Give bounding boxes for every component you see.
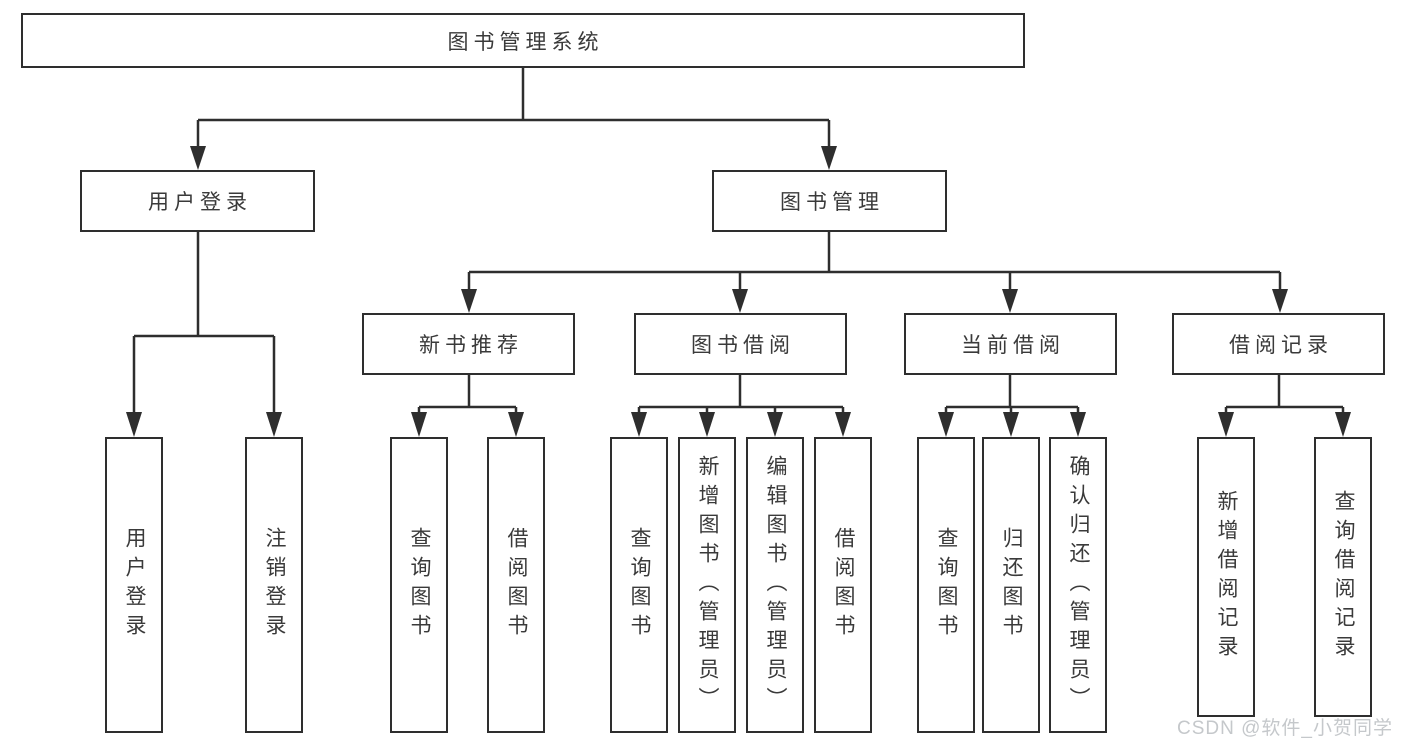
connector-new-book-rec-to-leaves <box>411 375 524 437</box>
leaf-add-books-admin-label: 新增图书（管理员） <box>696 454 719 716</box>
arrowhead-down-icon <box>266 412 282 437</box>
leaf-user-login: 用户登录 <box>105 437 163 733</box>
leaf-query-books-current: 查询图书 <box>917 437 975 733</box>
leaf-logout: 注销登录 <box>245 437 303 733</box>
arrowhead-down-icon <box>631 412 647 437</box>
leaf-query-books-current-label: 查询图书 <box>935 527 958 643</box>
node-new-book-recommend: 新书推荐 <box>362 313 575 375</box>
leaf-query-books-recommend-label: 查询图书 <box>408 527 431 643</box>
leaf-borrow-books: 借阅图书 <box>814 437 872 733</box>
arrowhead-down-icon <box>508 412 524 437</box>
connector-book-borrow-to-leaves <box>631 375 851 437</box>
leaf-query-borrow-record-label: 查询借阅记录 <box>1332 490 1355 664</box>
arrowhead-down-icon <box>767 412 783 437</box>
leaf-confirm-return-admin: 确认归还（管理员） <box>1049 437 1107 733</box>
connector-borrow-records-to-leaves <box>1218 375 1351 437</box>
arrowhead-down-icon <box>190 146 206 170</box>
node-book-borrowing: 图书借阅 <box>634 313 847 375</box>
leaf-borrow-books-label: 借阅图书 <box>832 527 855 643</box>
arrowhead-down-icon <box>699 412 715 437</box>
node-current-borrowing: 当前借阅 <box>904 313 1117 375</box>
leaf-query-borrow-record: 查询借阅记录 <box>1314 437 1372 717</box>
leaf-query-books-recommend: 查询图书 <box>390 437 448 733</box>
arrowhead-down-icon <box>1003 412 1019 437</box>
arrowhead-down-icon <box>1272 289 1288 313</box>
leaf-add-borrow-record-label: 新增借阅记录 <box>1215 490 1238 664</box>
arrowhead-down-icon <box>1070 412 1086 437</box>
leaf-add-borrow-record: 新增借阅记录 <box>1197 437 1255 717</box>
node-root-library-system: 图书管理系统 <box>21 13 1025 68</box>
leaf-add-books-admin: 新增图书（管理员） <box>678 437 736 733</box>
arrowhead-down-icon <box>411 412 427 437</box>
leaf-edit-books-admin-label: 编辑图书（管理员） <box>764 454 787 716</box>
node-book-management: 图书管理 <box>712 170 947 232</box>
node-user-login: 用户登录 <box>80 170 315 232</box>
leaf-return-books: 归还图书 <box>982 437 1040 733</box>
connector-book-mgmt-to-level3 <box>461 232 1288 313</box>
leaf-logout-label: 注销登录 <box>263 527 286 643</box>
csdn-watermark: CSDN @软件_小贺同学 <box>1177 718 1393 739</box>
connector-user-login-to-leaves <box>126 232 282 437</box>
arrowhead-down-icon <box>1218 412 1234 437</box>
leaf-query-books-borrow-label: 查询图书 <box>628 527 651 643</box>
arrowhead-down-icon <box>126 412 142 437</box>
arrowhead-down-icon <box>1335 412 1351 437</box>
arrowhead-down-icon <box>732 289 748 313</box>
leaf-query-books-borrow: 查询图书 <box>610 437 668 733</box>
connector-root-to-level2 <box>190 68 837 170</box>
arrowhead-down-icon <box>938 412 954 437</box>
arrowhead-down-icon <box>1002 289 1018 313</box>
leaf-confirm-return-admin-label: 确认归还（管理员） <box>1067 454 1090 716</box>
arrowhead-down-icon <box>821 146 837 170</box>
node-borrowing-records: 借阅记录 <box>1172 313 1385 375</box>
connector-current-borrow-to-leaves <box>938 375 1086 437</box>
leaf-return-books-label: 归还图书 <box>1000 527 1023 643</box>
leaf-borrow-books-recommend: 借阅图书 <box>487 437 545 733</box>
arrowhead-down-icon <box>835 412 851 437</box>
leaf-edit-books-admin: 编辑图书（管理员） <box>746 437 804 733</box>
leaf-user-login-label: 用户登录 <box>123 527 146 643</box>
arrowhead-down-icon <box>461 289 477 313</box>
leaf-borrow-books-recommend-label: 借阅图书 <box>505 527 528 643</box>
